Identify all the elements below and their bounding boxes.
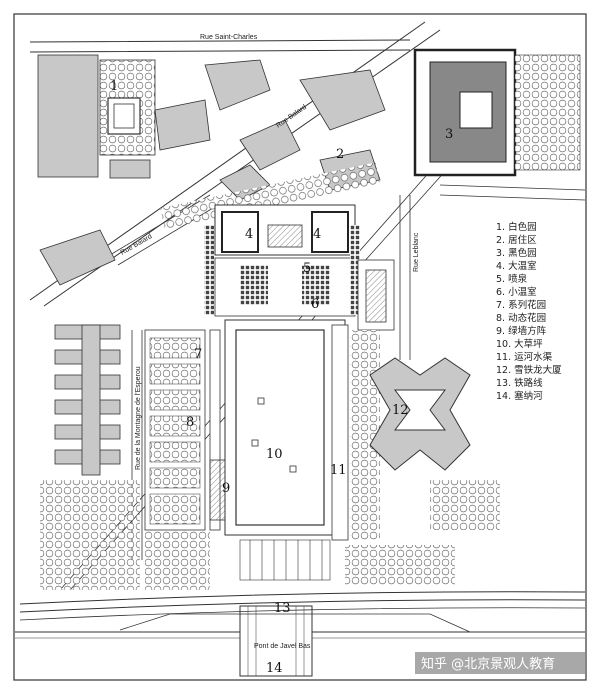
tree-mass-lower-left (40, 480, 140, 590)
zone-label-12: 12 (392, 403, 409, 418)
black-garden (413, 48, 581, 177)
greenhouses-fountain (204, 204, 360, 317)
watermark-bg (415, 652, 585, 674)
street-pont: Pont de Javel Bas (254, 643, 311, 650)
legend-item-11: 11. 运河水渠 (496, 351, 553, 363)
street-leblanc: Rue Leblanc (413, 232, 420, 272)
zone-label-3: 3 (445, 127, 453, 142)
legend-item-9: 9. 绿墙方阵 (496, 325, 547, 337)
legend-item-2: 2. 居住区 (496, 234, 537, 246)
street-montagne: Rue de la Montagne de l'Esperou (135, 366, 142, 470)
zone-label-8: 8 (186, 415, 194, 430)
zone-label-14: 14 (266, 661, 283, 676)
white-garden (99, 59, 156, 156)
right-edge-road (439, 184, 586, 201)
legend-item-8: 8. 动态花园 (496, 312, 546, 324)
canal (331, 324, 380, 541)
big-lawn (224, 319, 346, 536)
railway-line (19, 591, 586, 633)
zone-label-4b: 4 (313, 227, 321, 242)
zone-label-4a: 4 (245, 227, 253, 242)
legend-item-13: 13. 铁路线 (496, 377, 543, 389)
legend-item-10: 10. 大草坪 (496, 338, 543, 350)
buildings-top-left (37, 54, 211, 179)
legend-item-1: 1. 白色园 (496, 221, 537, 233)
zone-label-5: 5 (303, 261, 311, 276)
zone-label-10: 10 (266, 447, 283, 462)
legend-item-5: 5. 喷泉 (496, 273, 528, 285)
zone-label-9: 9 (222, 481, 230, 496)
serial-gardens (144, 329, 206, 531)
rue-saint-charles-road (29, 39, 411, 53)
legend-item-7: 7. 系列花园 (496, 299, 546, 311)
rue-leblanc-road (399, 195, 411, 360)
legend-item-6: 6. 小温室 (496, 286, 537, 298)
legend-item-12: 12. 雪铁龙大厦 (496, 364, 562, 376)
street-saint-charles: Rue Saint-Charles (200, 34, 258, 41)
bottom-promenade (239, 539, 331, 581)
zone-label-7: 7 (194, 347, 202, 362)
watermark: 知乎 @北京景观人教育 (421, 656, 555, 672)
zone-label-6: 6 (311, 297, 319, 312)
tree-cluster-right-2 (345, 545, 455, 585)
zone-label-11: 11 (330, 463, 347, 478)
citroen-building (369, 357, 471, 471)
legend: 1. 白色园 2. 居住区 3. 黑色园 4. 大温室 5. 喷泉 6. 小温室… (496, 221, 562, 402)
small-greenhouses (357, 259, 395, 331)
tree-cluster-right (430, 480, 500, 530)
tree-mass-lower-left-2 (145, 530, 210, 590)
legend-item-14: 14. 塞纳河 (496, 390, 543, 402)
legend-item-4: 4. 大温室 (496, 260, 537, 272)
zone-label-2: 2 (336, 147, 344, 162)
buildings-left (39, 229, 121, 476)
zone-label-1: 1 (110, 79, 118, 94)
zone-label-13: 13 (274, 601, 291, 616)
green-wall-squares (209, 329, 229, 531)
legend-item-3: 3. 黑色园 (496, 247, 537, 259)
pont-de-javel (239, 605, 313, 677)
residential-area (204, 59, 386, 201)
